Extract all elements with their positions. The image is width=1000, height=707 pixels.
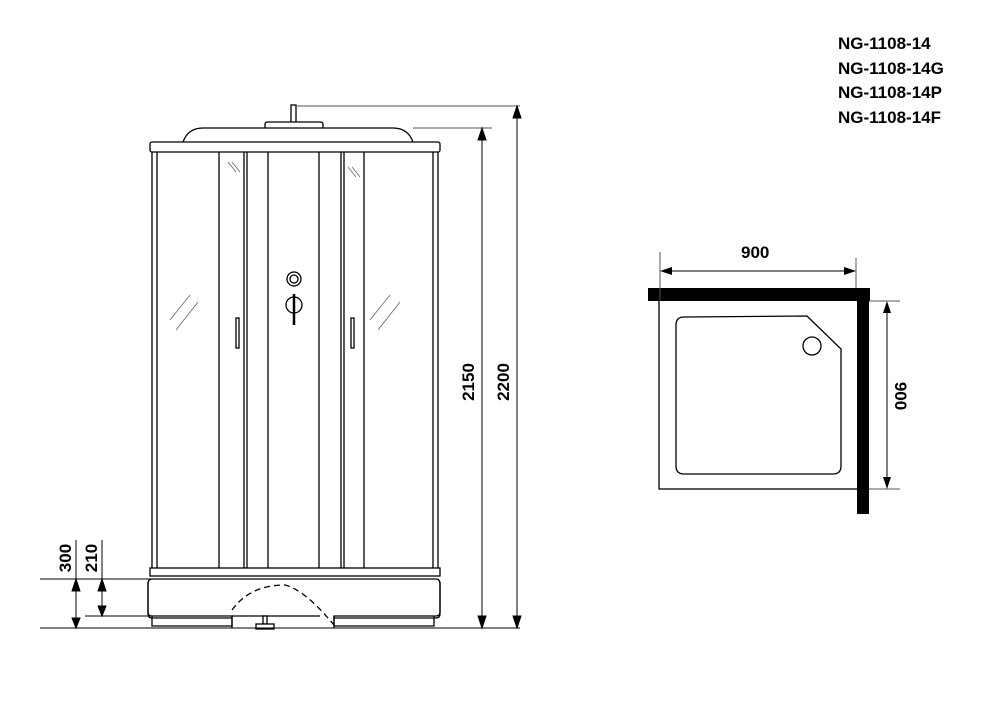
head-plate	[264, 121, 324, 128]
dimension-900-depth: 900	[891, 381, 910, 411]
dimension-900-width: 900	[741, 243, 770, 262]
left-door-handle	[235, 317, 240, 349]
top-rim	[149, 141, 441, 153]
side-wall	[857, 288, 869, 514]
dimension-2200: 2200	[494, 363, 513, 401]
model-code: NG-1108-14G	[838, 58, 944, 78]
dimension-210: 210	[82, 543, 101, 573]
right-door-handle	[350, 317, 355, 349]
model-code: NG-1108-14P	[838, 83, 942, 102]
front-view-dimension-lines	[40, 104, 522, 630]
roof-dome	[182, 127, 414, 143]
model-code: NG-1108-14	[838, 34, 931, 53]
model-code: NG-1108-14F	[838, 107, 941, 127]
dimension-300: 300	[56, 543, 75, 573]
dimension-2150: 2150	[459, 363, 478, 401]
tray-leg-cutout	[231, 584, 335, 626]
mixer-knob-top	[286, 271, 302, 287]
back-wall	[648, 288, 870, 301]
adjustable-foot	[262, 615, 268, 625]
drain	[802, 336, 822, 356]
front-view	[147, 104, 441, 630]
top-view	[648, 252, 900, 514]
tray-basin	[675, 315, 842, 475]
tray-outline	[658, 299, 863, 490]
model-list: NG-1108-14 NG-1108-14G NG-1108-14P NG-11…	[838, 32, 944, 130]
bottom-rail	[149, 567, 441, 577]
